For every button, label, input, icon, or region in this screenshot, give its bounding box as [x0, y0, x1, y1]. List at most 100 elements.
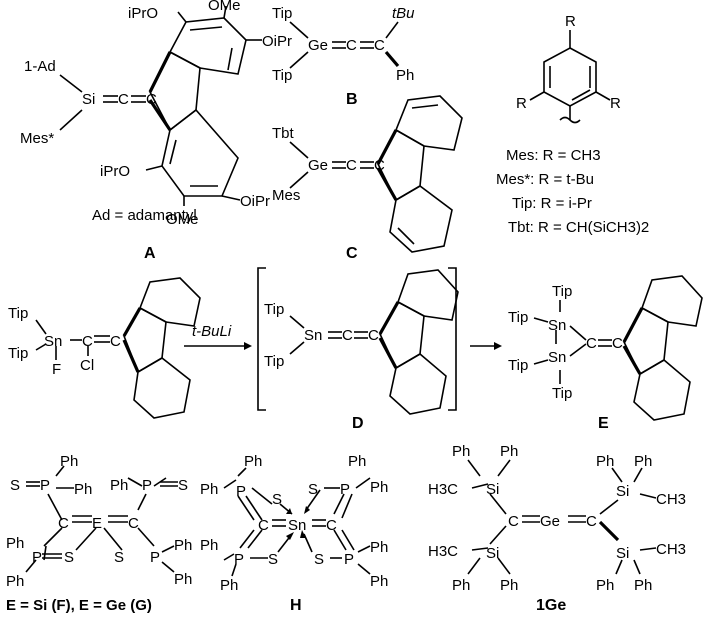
label-ph: Ph: [452, 577, 470, 594]
bond: [35, 343, 47, 351]
label-mes: Mes: [272, 187, 300, 204]
bond: [533, 359, 549, 365]
bond: [47, 493, 63, 521]
atom-sn: Sn: [44, 333, 62, 350]
bond: [341, 493, 353, 519]
atom-p: P: [40, 477, 50, 494]
atom-c: C: [128, 515, 139, 532]
bond: [305, 489, 321, 511]
label-ipro: iPrO: [100, 163, 130, 180]
atom-s: S: [272, 491, 282, 508]
bond: [251, 487, 273, 505]
bond: [615, 559, 623, 575]
label-tip: Tip: [8, 345, 28, 362]
label-oipr: OiPr: [262, 33, 292, 50]
atom-c: C: [326, 517, 337, 534]
label-tip: Tip: [264, 301, 284, 318]
ring-top: [397, 269, 459, 321]
atom-c: C: [58, 515, 69, 532]
bond: [137, 493, 147, 511]
label-r: R: [516, 95, 527, 112]
bond: [357, 545, 371, 553]
label-ph: Ph: [110, 477, 128, 494]
arrow-head: [244, 342, 252, 350]
bond: [122, 339, 140, 373]
atom-s: S: [10, 477, 20, 494]
atom-c: C: [374, 37, 385, 54]
atom-p: P: [340, 481, 350, 498]
label-ph: Ph: [174, 537, 192, 554]
label-tbu: tBu: [392, 5, 415, 22]
reagent-label: t-BuLi: [192, 323, 232, 340]
atom-sn: Sn: [548, 317, 566, 334]
reaction-arrow-2: [470, 342, 502, 350]
structure-H: Ph Ph P S C Sn C Ph P S Ph S P Ph Ph S P…: [200, 453, 388, 614]
bond: [35, 319, 47, 335]
atom-e: E: [92, 515, 102, 532]
label-ch3: CH3: [656, 491, 686, 508]
arrow-head: [304, 506, 310, 514]
arrow-head: [494, 342, 502, 350]
caption-B: B: [346, 91, 358, 108]
arrow-head: [300, 530, 306, 538]
bond: [161, 561, 175, 573]
bond: [595, 91, 611, 101]
atom-s: S: [178, 477, 188, 494]
label-mes-star: Mes*: [20, 130, 54, 147]
bond: [289, 141, 309, 159]
structure-C: Tbt Ge C C Mes C: [272, 95, 463, 262]
atom-p: P: [142, 477, 152, 494]
bond: [489, 493, 507, 515]
bond: [59, 109, 83, 131]
label-oipr: OiPr: [240, 193, 270, 210]
label-ome: OMe: [208, 0, 241, 14]
atom-ge: Ge: [540, 513, 560, 530]
bond: [43, 527, 63, 547]
atom-c: C: [342, 327, 353, 344]
structure-D: Tip Tip Sn C C D: [257, 267, 459, 432]
atom-p: P: [344, 551, 354, 568]
bond: [289, 21, 309, 39]
bond: [378, 337, 398, 369]
bond: [137, 527, 155, 547]
atom-si: Si: [82, 91, 95, 108]
atom-s: S: [268, 551, 278, 568]
bracket-left: [257, 267, 266, 411]
structure-A: 1-Ad Si C C Mes* iPrO OMe OiPr iPrO OMe …: [20, 0, 292, 262]
label-ph: Ph: [452, 443, 470, 460]
bond: [598, 520, 620, 542]
bond: [221, 195, 241, 201]
bond: [497, 557, 511, 575]
atom-p: P: [32, 549, 42, 566]
label-ph: Ph: [370, 479, 388, 496]
bond: [639, 493, 657, 499]
reaction-start: Tip Tip Sn F C Cl C: [8, 277, 201, 419]
label-ph: Ph: [370, 539, 388, 556]
bond: [355, 477, 371, 489]
atom-sn: Sn: [548, 349, 566, 366]
bond: [397, 227, 415, 245]
bond: [467, 459, 481, 477]
label-ph: Ph: [370, 573, 388, 590]
legend-line-tip: Tip: R = i-Pr: [512, 195, 592, 212]
atom-c: C: [346, 37, 357, 54]
atom-sn: Sn: [288, 517, 306, 534]
atom-c: C: [346, 157, 357, 174]
bond: [103, 527, 123, 551]
bond: [384, 50, 400, 68]
structure-B: Tip Ge C C tBu Ph Tip B: [272, 5, 415, 108]
label-ph: Ph: [6, 573, 24, 590]
bond: [497, 459, 511, 477]
label-ph: Ph: [348, 453, 366, 470]
structure-1Ge: Ph Ph H3C Si C Ge C H3C Si Ph Ph Ph Ph S…: [428, 443, 686, 614]
label-ph: Ph: [500, 443, 518, 460]
label-ph: Ph: [596, 453, 614, 470]
bond: [489, 525, 507, 545]
label-tip: Tip: [552, 385, 572, 402]
bond: [357, 563, 371, 575]
arrow-head: [286, 508, 292, 514]
bond: [533, 317, 549, 323]
bond: [239, 529, 255, 549]
bracket-right: [448, 267, 457, 411]
bond: [376, 129, 398, 165]
